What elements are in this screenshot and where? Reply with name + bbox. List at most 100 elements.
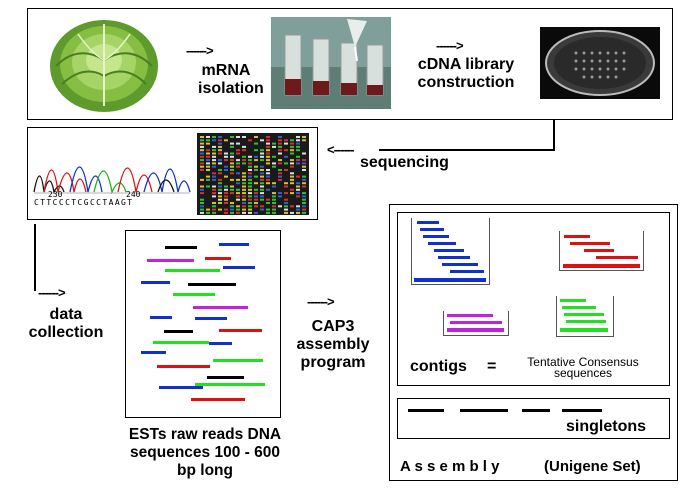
gel-band (302, 162, 306, 165)
gel-band (218, 198, 222, 201)
gel-band (296, 208, 300, 211)
gel-band (212, 208, 216, 211)
gel-band (284, 205, 288, 208)
gel-band (236, 149, 240, 152)
gel-band (290, 192, 294, 195)
gel-band (296, 159, 300, 162)
gel-band (218, 182, 222, 185)
gel-band (230, 192, 234, 195)
gel-band (272, 145, 276, 148)
contig-consensus (563, 264, 640, 268)
gel-band (260, 152, 264, 155)
gel-band (212, 188, 216, 191)
gel-band (224, 155, 228, 158)
gel-band (278, 195, 282, 198)
gel-band (230, 145, 234, 148)
gel-band (290, 162, 294, 165)
gel-band (236, 159, 240, 162)
gel-band (272, 205, 276, 208)
gel-band (206, 139, 210, 142)
gel-band (266, 169, 270, 171)
gel-band (296, 182, 300, 185)
gel-band (212, 162, 216, 165)
gel-band (218, 142, 222, 145)
gel-band (284, 142, 288, 145)
gel-band (242, 208, 246, 211)
gel-band (302, 185, 306, 188)
gel-band (230, 162, 234, 165)
connector-top-to-seq (553, 120, 555, 151)
gel-band (290, 205, 294, 208)
contig-blue (411, 218, 490, 285)
gel-band (248, 175, 252, 178)
gel-band (242, 198, 246, 201)
contig-read (564, 313, 604, 316)
gel-band (248, 202, 252, 204)
read-segment (165, 269, 220, 272)
gel-band (248, 155, 252, 158)
gel-band (212, 202, 216, 204)
gel-band (242, 188, 246, 191)
contig-read (447, 314, 493, 317)
gel-band (266, 155, 270, 158)
gel-band (236, 208, 240, 211)
gel-band (236, 136, 240, 138)
gel-band (266, 159, 270, 162)
gel-band (206, 165, 210, 168)
gel-band (290, 182, 294, 185)
gel-band (236, 211, 240, 214)
gel-band (260, 159, 264, 162)
contig-consensus (560, 328, 608, 332)
singleton-read (522, 409, 550, 412)
contig-read (428, 242, 456, 245)
gel-band (266, 139, 270, 142)
read-segment (223, 266, 255, 269)
read-segment (195, 317, 227, 320)
contig-read (438, 256, 470, 259)
gel-band (254, 211, 258, 214)
contig-read (596, 256, 638, 259)
gel-band (212, 152, 216, 155)
gel-band (236, 198, 240, 201)
gel-band (296, 145, 300, 148)
gel-band (278, 192, 282, 195)
gel-band (272, 211, 276, 214)
gel-band (278, 142, 282, 145)
gel-band (254, 169, 258, 171)
gel-band (218, 136, 222, 138)
gel-band (296, 142, 300, 145)
gel-band (290, 175, 294, 178)
contig-read (417, 221, 439, 224)
gel-band (260, 208, 264, 211)
gel-band (254, 175, 258, 178)
gel-band (284, 208, 288, 211)
gel-band (302, 178, 306, 181)
gel-band (302, 192, 306, 195)
gel-band (296, 192, 300, 195)
gel-band (260, 198, 264, 201)
gel-band (290, 149, 294, 152)
gel-band (284, 198, 288, 201)
unigene-set-label: (Unigene Set) (544, 458, 641, 475)
gel-band (302, 152, 306, 155)
gel-band (272, 208, 276, 211)
gel-band (236, 205, 240, 208)
gel-band (230, 159, 234, 162)
gel-band (200, 211, 204, 214)
gel-band (302, 208, 306, 211)
gel-band (212, 159, 216, 162)
chromatogram-tick-230: 230 (48, 190, 63, 199)
gel-band (248, 139, 252, 142)
gel-band (224, 139, 228, 142)
contigs-box (397, 212, 670, 386)
singletons-label: singletons (566, 418, 647, 435)
gel-band (302, 182, 306, 185)
gel-band (242, 136, 246, 138)
gel-band (242, 195, 246, 198)
gel-band (260, 155, 264, 158)
gel-band (200, 145, 204, 148)
gel-band (266, 162, 270, 165)
gel-band (212, 136, 216, 138)
gel-band (254, 192, 258, 195)
gel-band (266, 149, 270, 152)
